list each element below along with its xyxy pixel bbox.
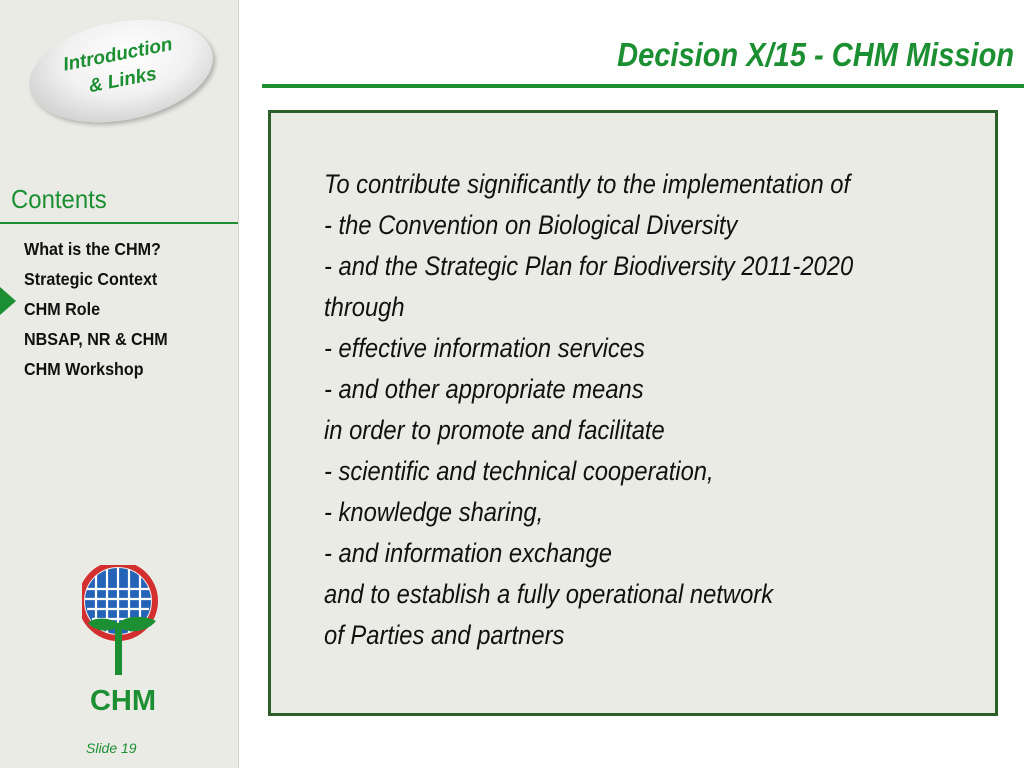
slide-number: Slide 19	[86, 740, 137, 756]
contents-nav: What is the CHM? Strategic Context CHM R…	[24, 234, 180, 384]
mission-line: of Parties and partners	[324, 620, 565, 650]
mission-line: in order to promote and facilitate	[324, 415, 665, 445]
mission-line: through	[324, 292, 405, 322]
mission-line: and to establish a fully operational net…	[324, 579, 774, 609]
slide-title: Decision X/15 - CHM Mission	[617, 36, 1014, 73]
nav-item-nbsap-nr-chm[interactable]: NBSAP, NR & CHM	[24, 329, 168, 349]
plant-icon	[88, 616, 156, 675]
mission-line: To contribute significantly to the imple…	[324, 169, 851, 199]
contents-divider	[0, 222, 238, 224]
chm-logo-text: CHM	[90, 685, 156, 715]
mission-line: - and other appropriate means	[324, 374, 644, 404]
current-item-arrow-icon	[0, 287, 16, 315]
mission-line: - and information exchange	[324, 538, 612, 568]
sidebar-border	[238, 0, 239, 768]
contents-heading: Contents	[11, 184, 107, 214]
nav-item-what-is-chm[interactable]: What is the CHM?	[24, 239, 161, 259]
mission-line: - effective information services	[324, 333, 645, 363]
mission-line: - scientific and technical cooperation,	[324, 456, 714, 486]
mission-line: - knowledge sharing,	[324, 497, 544, 527]
mission-line: - and the Strategic Plan for Biodiversit…	[324, 251, 854, 281]
chm-logo: CHM	[82, 565, 158, 715]
sidebar: Introduction & Links Contents What is th…	[0, 0, 238, 768]
mission-text: To contribute significantly to the imple…	[324, 164, 925, 656]
nav-item-strategic-context[interactable]: Strategic Context	[24, 269, 158, 289]
title-underline	[262, 84, 1024, 88]
mission-line: - the Convention on Biological Diversity	[324, 210, 738, 240]
nav-item-chm-role[interactable]: CHM Role	[24, 299, 101, 319]
nav-item-chm-workshop[interactable]: CHM Workshop	[24, 359, 144, 379]
intro-links-button[interactable]: Introduction & Links	[20, 5, 222, 137]
mission-content-box: To contribute significantly to the imple…	[268, 110, 998, 716]
